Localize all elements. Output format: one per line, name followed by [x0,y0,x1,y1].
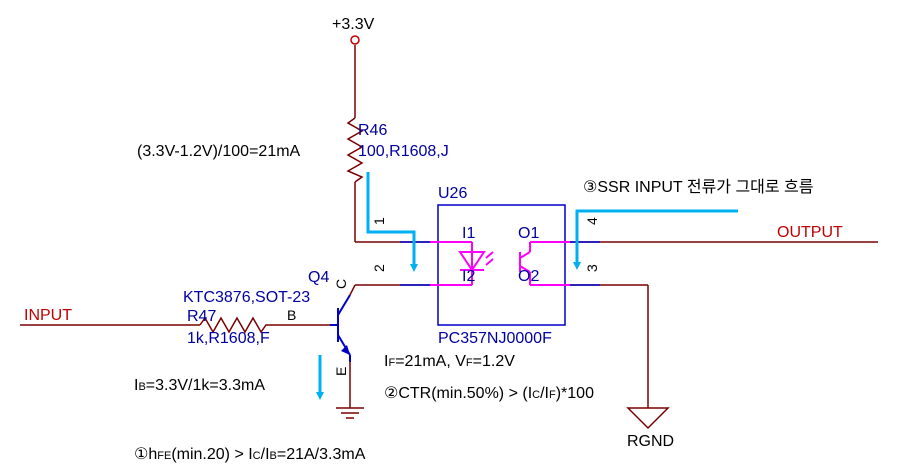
flow-arrow-led [366,172,418,272]
ground-icon [336,407,364,419]
r46-current-calc: (3.3V-1.2V)/100=21mA [137,143,301,160]
q4-pin-c: C [333,279,349,289]
u26-pin2-number: 2 [371,264,387,272]
r47-value: 1k,R1608,F [187,330,270,347]
u26-ref: U26 [438,185,467,202]
u26-pin-o1: O1 [518,225,539,242]
wire-collector [349,284,356,296]
flow-arrow-output [573,209,738,270]
led-icon [458,251,486,272]
q4-pin-e: E [333,367,349,376]
output-net-label: OUTPUT [777,224,843,241]
current-flow-arrows [316,172,738,400]
q4-transistor-icon [330,294,351,362]
u26-pin-o2: O2 [518,268,539,285]
q4-ref: Q4 [308,269,329,286]
r46-resistor-icon [346,117,364,183]
u26-pin4-number: 4 [584,217,600,225]
u26-pin1-number: 1 [371,217,387,225]
ctr-note: ②CTR(min.50%) > (IC/IF)*100 [384,385,594,402]
input-net-label: INPUT [24,307,72,324]
r47-ref: R47 [187,308,216,325]
q4-emitter-arrow-icon [341,345,350,355]
ssr-current-note: ③SSR INPUT 전류가 그대로 흐름 [583,178,814,196]
r46-value: 100,R1608,J [358,143,449,160]
u26-body [437,204,566,326]
rgnd-label: RGND [627,433,674,450]
supply-terminal-icon [350,35,360,45]
supply-label: +3.3V [332,16,375,33]
u26-pin-i1: I1 [462,225,475,242]
if-vf-note: IF=21mA, VF=1.2V [384,353,515,370]
r46-ref: R46 [358,122,387,139]
u26-part: PC357NJ0000F [438,330,552,347]
r47-resistor-icon [199,316,270,334]
q4-pin-b: B [287,307,296,323]
u26-pin-i2: I2 [462,268,475,285]
u26-internals [430,241,570,286]
hfe-note: ①hFE(min.20) > IC/IB=21A/3.3mA [134,446,366,463]
rgnd-symbol-icon [626,407,670,430]
q4-part: KTC3876,SOT-23 [183,289,310,306]
pin-stubs [400,241,600,286]
wires [20,45,878,408]
u26-pin3-number: 3 [584,264,600,272]
ib-note: IB=3.3V/1k=3.3mA [134,377,265,394]
